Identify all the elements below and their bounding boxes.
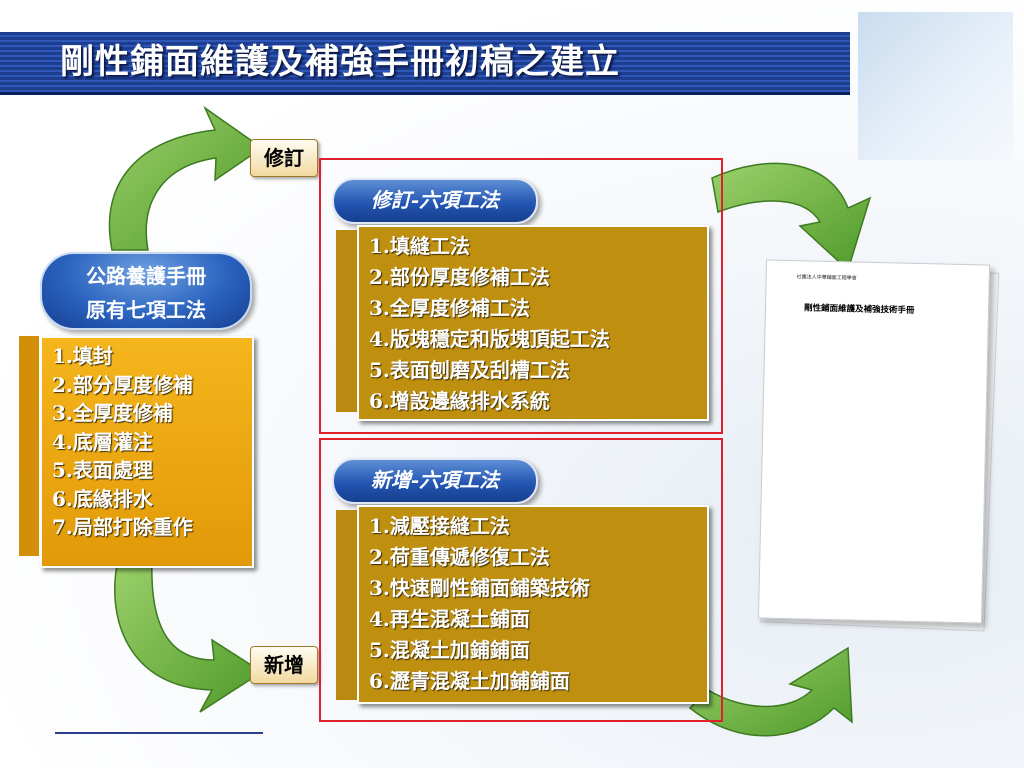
original-methods-list: 1.填封 2.部分厚度修補 3.全厚度修補 4.底層灌注 5.表面處理 6.底緣… [40, 336, 254, 568]
revised-list-backing [336, 230, 358, 412]
revised-methods-list: 1.填縫工法 2.部份厚度修補工法 3.全厚度修補工法 4.版塊穩定和版塊頂起工… [357, 225, 709, 421]
added-item-1: 1.減壓接縫工法 [369, 514, 510, 538]
page-title: 剛性鋪面維護及補強手冊初稿之建立 [60, 42, 620, 82]
revised-item-1: 1.填縫工法 [369, 234, 470, 258]
add-tag: 新增 [250, 646, 318, 684]
added-list-backing [336, 510, 358, 700]
added-item-2: 2.荷重傳遞修復工法 [369, 545, 550, 569]
original-item-5: 5.表面處理 [52, 458, 153, 482]
title-bar [0, 32, 850, 95]
revised-item-4: 4.版塊穩定和版塊頂起工法 [369, 327, 610, 351]
arrow-revise-path [108, 105, 264, 251]
original-header-line-2: 原有七項工法 [86, 298, 206, 322]
added-item-3: 3.快速剛性鋪面鋪築技術 [369, 576, 590, 600]
revised-item-6: 6.增設邊緣排水系統 [369, 389, 550, 413]
revised-item-5: 5.表面刨磨及刮槽工法 [369, 358, 570, 382]
added-frame [319, 438, 723, 722]
revised-frame [319, 158, 723, 434]
arrow-add-path [114, 559, 264, 713]
added-item-5: 5.混凝土加鋪鋪面 [369, 638, 530, 662]
document-preview: 社團法人中華鋪面工程學會 剛性鋪面維護及補強技術手冊 [757, 259, 991, 624]
original-header-line-1: 公路養護手冊 [86, 264, 206, 288]
revised-item-2: 2.部份厚度修補工法 [369, 265, 550, 289]
added-header-pill: 新增-六項工法 [332, 458, 538, 504]
original-item-7: 7.局部打除重作 [52, 515, 193, 539]
footer-line [55, 732, 263, 734]
added-item-4: 4.再生混凝土鋪面 [369, 607, 530, 631]
original-item-4: 4.底層灌注 [52, 429, 153, 454]
arrow-doc-top-path [711, 162, 872, 272]
original-item-6: 6.底緣排水 [52, 486, 153, 511]
document-title: 剛性鋪面維護及補強技術手冊 [803, 303, 915, 316]
original-item-3: 3.全厚度修補 [52, 401, 173, 425]
corner-decoration [858, 12, 1013, 160]
document-org: 社團法人中華鋪面工程學會 [796, 274, 857, 282]
arrow-doc-bottom-path [688, 646, 853, 737]
original-methods-pill: 公路養護手冊 原有七項工法 [40, 252, 252, 330]
original-list-backing [19, 336, 39, 556]
added-methods-list: 1.減壓接縫工法 2.荷重傳遞修復工法 3.快速剛性鋪面鋪築技術 4.再生混凝土… [357, 505, 709, 704]
original-item-2: 2.部分厚度修補 [52, 372, 193, 397]
revise-tag: 修訂 [250, 139, 318, 177]
added-item-6: 6.瀝青混凝土加鋪鋪面 [369, 669, 570, 693]
revised-header-pill: 修訂-六項工法 [332, 178, 538, 224]
revised-item-3: 3.全厚度修補工法 [369, 296, 530, 320]
original-item-1: 1.填封 [52, 344, 113, 368]
